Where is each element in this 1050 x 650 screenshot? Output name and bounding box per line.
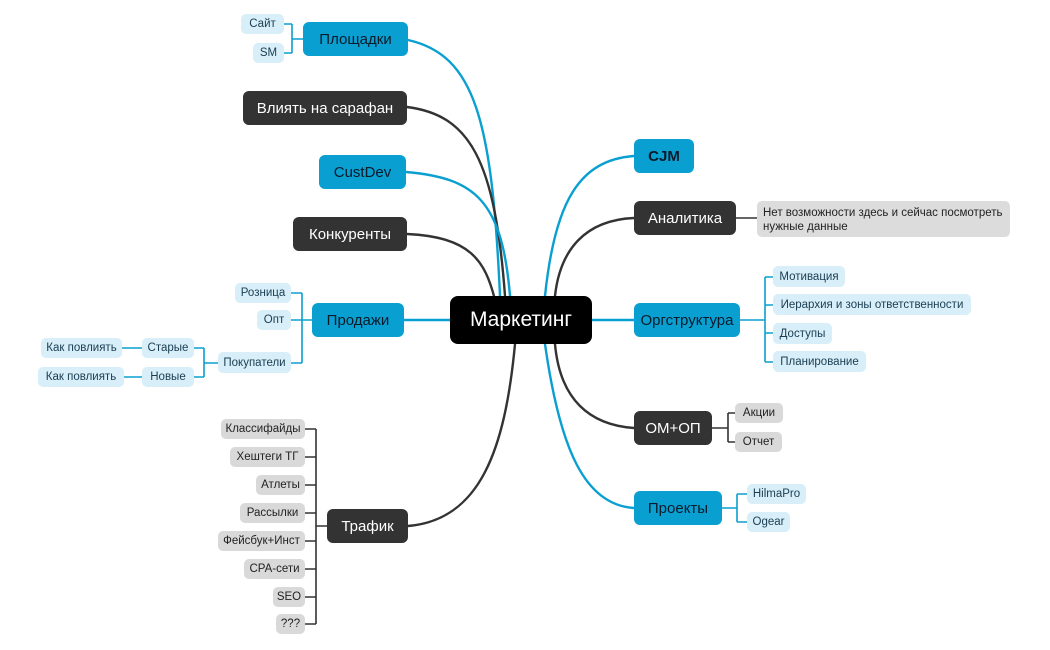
subtopic-motivatsiya[interactable]: Мотивация <box>773 266 845 287</box>
subtopic-kak-povliyat-starye[interactable]: Как повлиять <box>41 338 122 358</box>
subtopic-rassylki[interactable]: Рассылки <box>240 503 305 523</box>
subtopic-kak-povliyat-novye[interactable]: Как повлиять <box>38 367 124 387</box>
connector-custdev <box>404 170 512 298</box>
central-topic[interactable]: Маркетинг <box>450 296 592 344</box>
subtopic-planirovanie[interactable]: Планирование <box>773 351 866 372</box>
connector-konkurenty <box>405 232 497 302</box>
branch-omop[interactable]: ОМ+ОП <box>634 411 712 445</box>
branch-konkurenty[interactable]: Конкуренты <box>293 217 407 251</box>
subtopic-aktsii[interactable]: Акции <box>735 403 783 423</box>
connector-sarafan <box>405 105 507 298</box>
connector-cjm <box>543 154 636 298</box>
connector-proekty <box>543 342 636 510</box>
branch-ploshchadki[interactable]: Площадки <box>303 22 408 56</box>
branch-custdev[interactable]: CustDev <box>319 155 406 189</box>
subtopic-atlety[interactable]: Атлеты <box>256 475 305 495</box>
connector-analitika <box>553 216 636 298</box>
branch-sarafan[interactable]: Влиять на сарафан <box>243 91 407 125</box>
branch-orgstruktura[interactable]: Оргструктура <box>634 303 740 337</box>
branch-cjm[interactable]: CJM <box>634 139 694 173</box>
subtopic-ogear[interactable]: Ogear <box>747 512 790 532</box>
subtopic-sait[interactable]: Сайт <box>241 14 284 34</box>
subtopic-opt[interactable]: Опт <box>257 310 291 330</box>
branch-proekty[interactable]: Проекты <box>634 491 722 525</box>
subtopic-otchet[interactable]: Отчет <box>735 432 782 452</box>
connector-ploshchadki <box>406 38 502 298</box>
subtopic-seo[interactable]: SEO <box>273 587 305 607</box>
subtopic-starye[interactable]: Старые <box>142 338 194 358</box>
subtopic-unknown[interactable]: ??? <box>276 614 305 634</box>
subtopic-cpa-seti[interactable]: CPA-сети <box>244 559 305 579</box>
subtopic-pokupateli[interactable]: Покупатели <box>218 352 291 373</box>
connector-omop <box>553 342 636 430</box>
subtopic-sm[interactable]: SM <box>253 43 284 63</box>
subtopic-ierarkhiya[interactable]: Иерархия и зоны ответственности <box>773 294 971 315</box>
subtopic-feysbuk-inst[interactable]: Фейсбук+Инст <box>218 531 305 551</box>
connector-trafik <box>406 342 517 528</box>
subtopic-hilmapro[interactable]: HilmaPro <box>747 484 806 504</box>
branch-trafik[interactable]: Трафик <box>327 509 408 543</box>
subtopic-roznitsa[interactable]: Розница <box>235 283 291 303</box>
subtopic-novye[interactable]: Новые <box>142 367 194 387</box>
branch-prodazhi[interactable]: Продажи <box>312 303 404 337</box>
subtopic-klassifaydy[interactable]: Классифайды <box>221 419 305 439</box>
subtopic-kheshtegi-tg[interactable]: Хештеги ТГ <box>230 447 305 467</box>
subtopic-dostupy[interactable]: Доступы <box>773 323 832 344</box>
note-analitika[interactable]: Нет возможности здесь и сейчас посмотрет… <box>757 201 1010 237</box>
branch-analitika[interactable]: Аналитика <box>634 201 736 235</box>
